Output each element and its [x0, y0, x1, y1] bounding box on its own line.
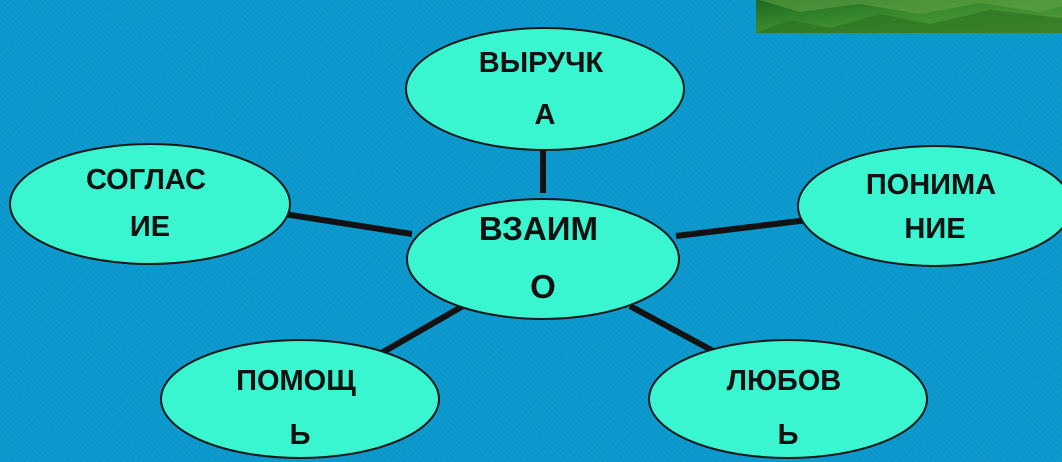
- node-bottom-left-line-1: ПОМОЩ: [236, 365, 356, 397]
- node-right: ПОНИМА НИЕ: [797, 145, 1062, 267]
- svg-text:ЛЮБОВ Ь: ЛЮБОВ Ь: [727, 365, 850, 451]
- node-top: ВЫРУЧК А: [405, 27, 685, 151]
- node-right-line-2: НИЕ: [904, 213, 965, 245]
- connector-left: [283, 211, 413, 237]
- node-center-line-1: ВЗАИМ: [479, 210, 598, 247]
- node-left-line-1: СОГЛАС: [86, 164, 206, 196]
- node-right-line-1: ПОНИМА: [866, 169, 996, 201]
- node-bottom-right: ЛЮБОВ Ь: [648, 339, 928, 459]
- node-center: ВЗАИМ О: [406, 198, 680, 320]
- svg-text:ВЫРУЧК А: ВЫРУЧК А: [479, 47, 611, 131]
- corner-foliage-image: [756, 0, 1062, 33]
- svg-text:ПОМОЩ Ь: ПОМОЩ Ь: [236, 365, 364, 451]
- svg-text:СОГЛАС ИЕ: СОГЛАС ИЕ: [86, 164, 214, 243]
- svg-text:ВЗАИМ О: ВЗАИМ О: [479, 210, 607, 305]
- node-bottom-right-line-2: Ь: [778, 419, 799, 451]
- svg-text:ПОНИМА НИЕ: ПОНИМА НИЕ: [866, 169, 1004, 245]
- node-bottom-left-line-2: Ь: [290, 419, 311, 451]
- node-top-line-2: А: [535, 99, 556, 131]
- connector-right: [675, 217, 809, 239]
- node-top-line-1: ВЫРУЧК: [479, 47, 604, 79]
- connector-bottom-right: [628, 303, 717, 355]
- node-left-line-2: ИЕ: [130, 211, 170, 243]
- node-center-line-2: О: [530, 268, 556, 305]
- connector-bottom-left: [376, 303, 465, 358]
- node-bottom-right-line-1: ЛЮБОВ: [727, 365, 842, 397]
- node-bottom-left: ПОМОЩ Ь: [160, 339, 440, 459]
- node-left: СОГЛАС ИЕ: [9, 143, 291, 265]
